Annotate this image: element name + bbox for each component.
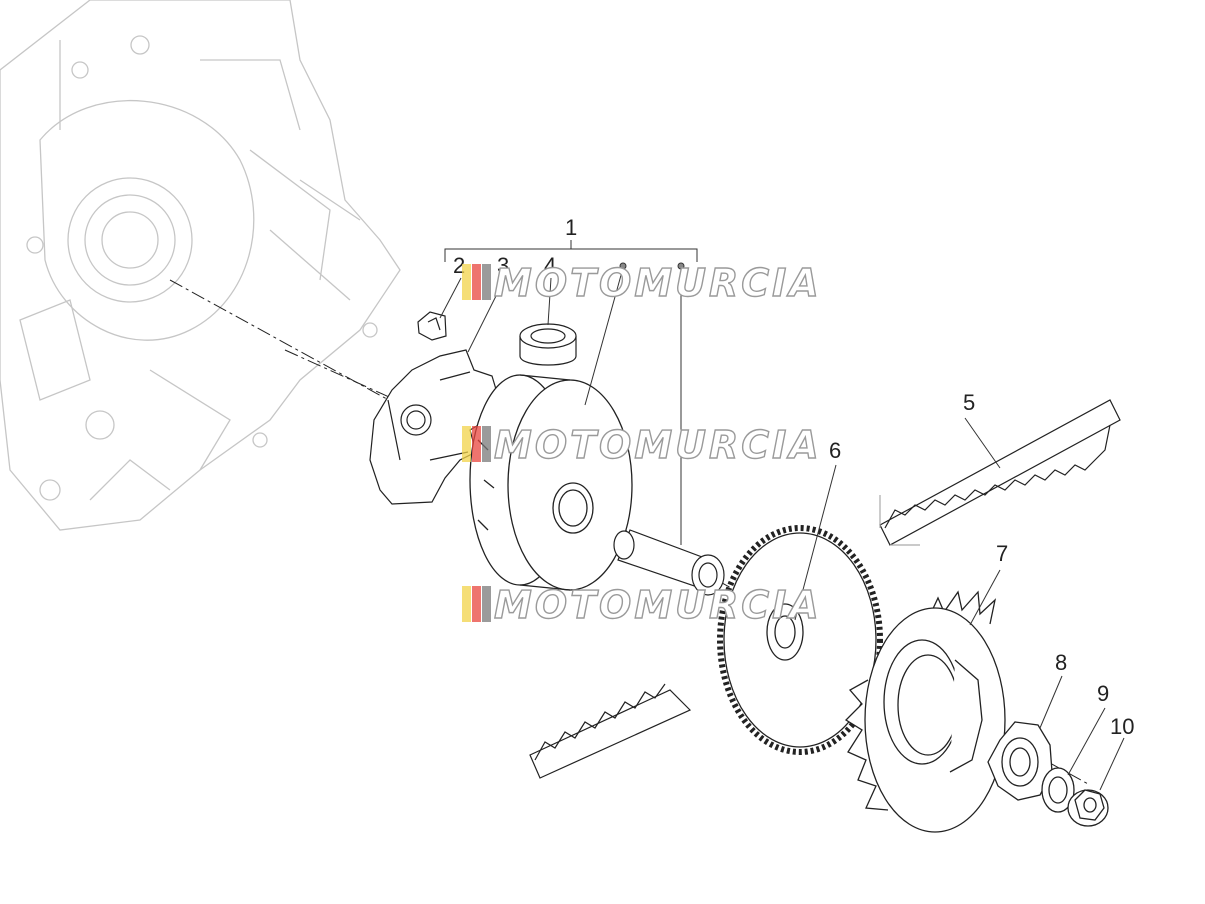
leader-lines (439, 267, 1125, 791)
part-2-slider (417, 311, 447, 341)
svg-text:MOTOMURCIA: MOTOMURCIA (494, 423, 822, 467)
part-8-clutch-nut (987, 721, 1053, 801)
callout-9: 9 (1097, 681, 1109, 706)
watermark-middle: MOTOMURCIA (462, 422, 822, 468)
callout-labels: 1 2 3 4 5 6 7 8 9 10 (453, 215, 1134, 739)
part-5-drive-belt (879, 399, 1121, 546)
spacer-sleeve (613, 529, 725, 596)
callout-7: 7 (996, 541, 1008, 566)
svg-text:MOTOMURCIA: MOTOMURCIA (494, 583, 822, 627)
watermark-bottom: MOTOMURCIA (462, 582, 822, 628)
drive-belt-lower-run (529, 683, 692, 779)
part-4-bushing (519, 323, 577, 366)
callout-6: 6 (829, 438, 841, 463)
part-6-ring-gear (717, 525, 883, 755)
watermark-top: MOTOMURCIA (462, 260, 822, 306)
part-10-flange-nut (1067, 789, 1109, 827)
callout-4: 4 (544, 253, 556, 278)
callout-3: 3 (497, 253, 509, 278)
svg-text:MOTOMURCIA: MOTOMURCIA (494, 261, 822, 305)
callout-1: 1 (565, 215, 577, 240)
assembly-centerlines (169, 279, 1091, 786)
variator-housing (469, 374, 633, 591)
part-9-washer (1041, 767, 1075, 813)
part-7-fan-pulley (844, 590, 1006, 833)
callout-10: 10 (1110, 714, 1134, 739)
part-3-ramp-plate (369, 349, 499, 505)
engine-crankcase-ghost (0, 0, 401, 531)
callout-8: 8 (1055, 650, 1067, 675)
callout-5: 5 (963, 390, 975, 415)
